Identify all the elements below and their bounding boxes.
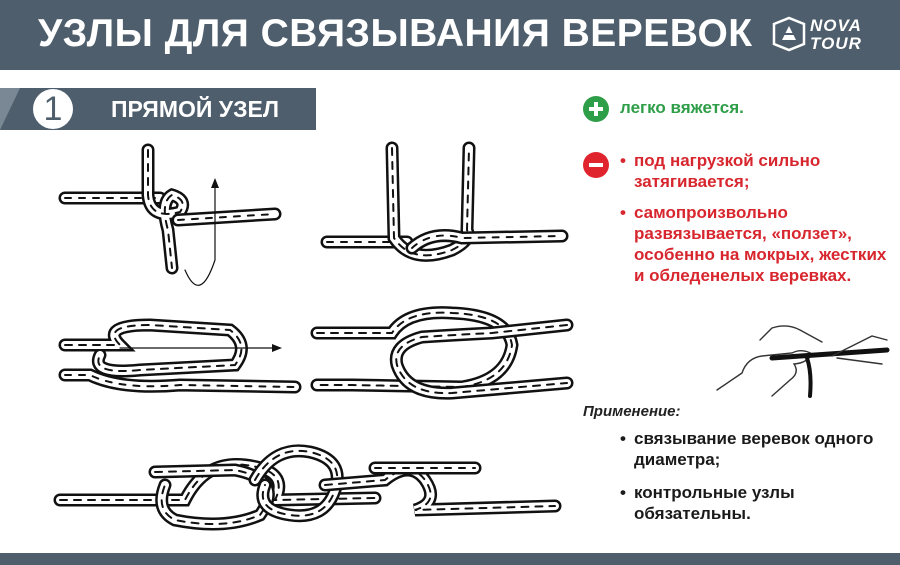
- usage-item: •контрольные узлы обязательны.: [620, 483, 795, 523]
- knot-step-2-illustration: [320, 141, 569, 262]
- banner-background: [0, 88, 316, 130]
- nova-tour-logo: NOVA TOUR: [772, 14, 890, 58]
- section-number-badge: [33, 89, 73, 129]
- section-title: ПРЯМОЙ УЗЕЛ: [111, 96, 279, 122]
- logo-text-tour: TOUR: [810, 34, 862, 53]
- footer-bar: [0, 553, 900, 565]
- nova-tour-logo-mark-icon: [772, 16, 806, 52]
- hands-pulling-rope-illustration: [716, 325, 890, 398]
- header-bar: УЗЛЫ ДЛЯ СВЯЗЫВАНИЯ ВЕРЕВОК NOVA TOUR: [0, 0, 900, 70]
- section-banner: 1 ПРЯМОЙ УЗЕЛ: [0, 88, 316, 130]
- usage-item: •связывание веревок одного диаметра;: [620, 429, 874, 469]
- con-item: •под нагрузкой сильно затягивается;: [620, 151, 821, 191]
- usage-list: •связывание веревок одного диаметра; •ко…: [620, 428, 890, 536]
- pro-item: легко вяжется.: [620, 98, 744, 117]
- knot-step-3-illustration: [58, 318, 302, 394]
- knot-step-4-illustration: [310, 306, 574, 400]
- usage-title: Применение:: [583, 403, 681, 420]
- con-item: •самопроизвольно развязывается, «ползет»…: [620, 203, 887, 285]
- page-title: УЗЛЫ ДЛЯ СВЯЗЫВАНИЯ ВЕРЕВОК: [38, 12, 753, 55]
- logo-text-nova: NOVA: [810, 16, 862, 35]
- knot-step-1-illustration: [58, 143, 282, 286]
- cons-list: •под нагрузкой сильно затягивается; •сам…: [620, 150, 895, 296]
- plus-icon: [583, 96, 609, 122]
- knot-with-control-knots-illustration: [53, 444, 562, 531]
- minus-icon: [583, 152, 609, 178]
- section-number: 1: [43, 90, 63, 128]
